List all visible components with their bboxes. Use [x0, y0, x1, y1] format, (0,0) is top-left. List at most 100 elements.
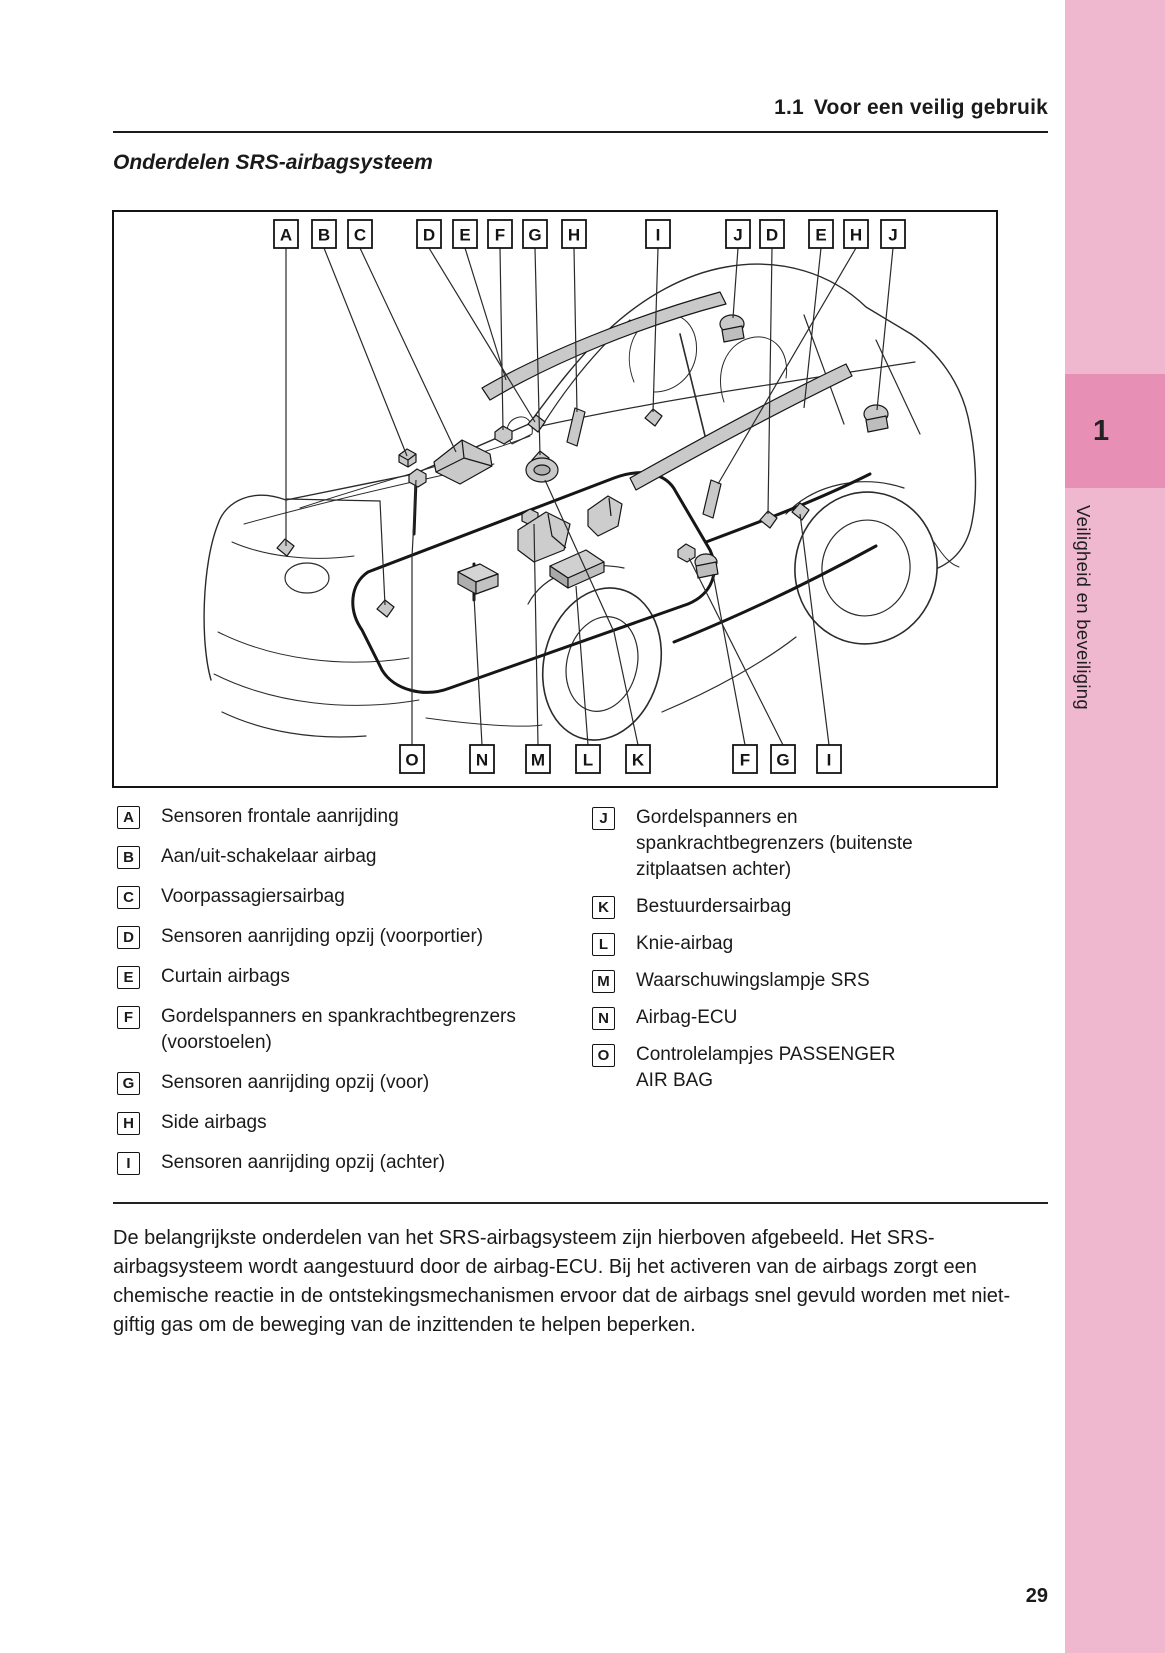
callout-line-D	[428, 247, 536, 423]
svg-text:D: D	[766, 226, 778, 245]
chapter-tab: 1	[1065, 374, 1165, 488]
driver-airbag-module	[525, 457, 559, 483]
car-illustration	[203, 263, 977, 741]
svg-text:N: N	[476, 751, 488, 770]
legend-label: Waarschuwingslampje SRS	[636, 970, 870, 991]
callout-line-E	[803, 247, 822, 409]
passenger-airbag-module	[433, 439, 493, 485]
airbag-ecu-box	[457, 563, 499, 595]
legend-key-box-E: E	[117, 966, 140, 989]
callout-line-O	[411, 479, 417, 745]
svg-text:B: B	[318, 226, 330, 245]
callout-box-M: M	[525, 744, 551, 774]
callout-line-N	[473, 595, 483, 746]
callout-box-G: G	[522, 219, 548, 249]
callout-line-I	[799, 513, 830, 746]
svg-text:F: F	[495, 226, 505, 245]
callout-line-F	[712, 573, 746, 746]
svg-text:G: G	[528, 226, 541, 245]
legend-key-box-H: H	[117, 1112, 140, 1135]
airbag-on-off-switch	[398, 448, 417, 468]
legend-item-M: M Waarschuwingslampje SRS	[592, 968, 922, 994]
svg-text:J: J	[888, 226, 897, 245]
svg-text:L: L	[583, 751, 593, 770]
callout-box-L: L	[575, 744, 601, 774]
callout-line-H	[717, 247, 857, 485]
side-airbag-front	[566, 407, 586, 447]
legend-key-box-N: N	[592, 1007, 615, 1030]
rear-impact-sensor	[791, 502, 810, 521]
knee-airbag-module	[549, 549, 605, 589]
legend-label: Sensoren aanrijding opzij (voor)	[161, 1072, 430, 1093]
callout-line-C	[359, 247, 457, 453]
callout-box-O: O	[399, 744, 425, 774]
legend-label: Curtain airbags	[161, 966, 290, 987]
page-title: Onderdelen SRS-airbagsysteem	[113, 151, 433, 174]
svg-text:O: O	[405, 751, 418, 770]
svg-text:K: K	[632, 751, 645, 770]
legend-key-box-D: D	[117, 926, 140, 949]
callout-line-M	[533, 523, 539, 746]
callout-box-N: N	[469, 744, 495, 774]
callout-box-C: C	[347, 219, 373, 249]
callout-box-B: B	[311, 219, 337, 249]
rear-seat-headrest	[587, 495, 623, 537]
callout-box-D: D	[416, 219, 442, 249]
legend-label: Aan/uit-schakelaar airbag	[161, 846, 377, 867]
door-impact-sensor-rear	[759, 510, 778, 529]
legend-key-box-F: F	[117, 1006, 140, 1029]
callout-box-D: D	[759, 219, 785, 249]
svg-text:F: F	[740, 751, 750, 770]
front-impact-sensor-upper	[276, 538, 295, 557]
svg-text:D: D	[423, 226, 435, 245]
callout-line-K	[544, 479, 639, 746]
callout-box-G: G	[770, 744, 796, 774]
callout-line-E	[464, 247, 507, 381]
callout-box-A: A	[273, 219, 299, 249]
svg-text:J: J	[733, 226, 742, 245]
callout-box-J: J	[880, 219, 906, 249]
front-seat-headrest	[517, 511, 571, 563]
legend-label: Sensoren aanrijding opzij (achter)	[161, 1152, 446, 1173]
callout-box-I: I	[645, 219, 671, 249]
legend-column-right: J Gordelspanners en spankrachtbegrenzers …	[592, 805, 922, 1105]
chapter-vertical-label: Veiligheid en beveiliging	[1073, 505, 1094, 710]
legend-key-box-I: I	[117, 1152, 140, 1175]
callout-box-E: E	[452, 219, 478, 249]
body-paragraph: De belangrijkste onderdelen van het SRS-…	[113, 1227, 1011, 1336]
legend-key-box-L: L	[592, 933, 615, 956]
legend-label: Gordelspanners en spankrachtbegrenzers (…	[636, 807, 913, 880]
legend-key-box-J: J	[592, 807, 615, 830]
legend-label: Gordelspanners en spankrachtbegrenzers (…	[161, 1006, 516, 1053]
legend-item-D: D Sensoren aanrijding opzij (voorportier)	[117, 924, 525, 950]
callout-box-I: I	[816, 744, 842, 774]
callout-line-B	[323, 247, 408, 457]
passenger-airbag-indicator	[408, 468, 427, 488]
legend-label: Sensoren frontale aanrijding	[161, 806, 399, 827]
callout-box-F: F	[732, 744, 758, 774]
buckle-pretensioner-rear	[694, 553, 719, 579]
curtain-airbag-rail-right	[629, 363, 853, 491]
legend-label: Sensoren aanrijding opzij (voorportier)	[161, 926, 484, 947]
callout-box-J: J	[725, 219, 751, 249]
legend-label: Knie-airbag	[636, 933, 734, 954]
callout-line-F	[499, 247, 504, 431]
callout-box-F: F	[487, 219, 513, 249]
side-airbag-rear	[702, 479, 722, 519]
side-impact-sensor-rear-clip	[677, 543, 696, 563]
callout-box-E: E	[808, 219, 834, 249]
callout-box-H: H	[561, 219, 587, 249]
legend-key-box-M: M	[592, 970, 615, 993]
callout-line-L	[575, 585, 589, 746]
svg-text:C: C	[354, 226, 366, 245]
svg-text:M: M	[531, 751, 545, 770]
svg-text:E: E	[459, 226, 470, 245]
legend-label: Side airbags	[161, 1112, 267, 1133]
